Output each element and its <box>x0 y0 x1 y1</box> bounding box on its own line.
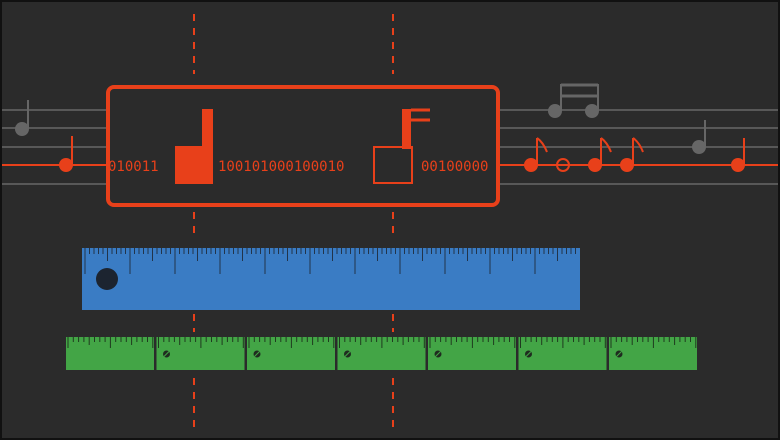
note-icon <box>692 120 706 154</box>
blue-ruler <box>82 248 580 310</box>
screw-slot <box>344 351 351 357</box>
filled-square-icon <box>175 109 213 184</box>
eighth-note-icon <box>524 137 548 172</box>
dashed-guides <box>193 14 394 434</box>
green-segmented-ruler <box>66 337 697 370</box>
screw-slot <box>254 351 260 357</box>
ruler-segment <box>247 337 335 370</box>
ruler-segment <box>518 337 607 370</box>
note-icon <box>59 136 73 172</box>
screw-slot <box>616 351 622 357</box>
eighth-note-icon <box>588 137 612 172</box>
outlined-square-icon <box>373 108 430 184</box>
note-icon <box>731 138 745 172</box>
eighth-note-icon <box>620 137 644 172</box>
ruler-segment <box>156 337 245 370</box>
screw-hole-icon <box>96 268 118 290</box>
blue-ruler-ticks <box>84 248 576 274</box>
ruler-segment <box>609 337 697 370</box>
binary-text-left: 010011 <box>108 159 159 175</box>
screw-slot <box>435 351 441 357</box>
open-note-icon <box>556 158 570 172</box>
screw-slot <box>525 351 532 357</box>
highlight-frame <box>106 85 500 207</box>
beamed-eighth-notes-icon <box>548 83 599 118</box>
binary-text-middle: 100101000100010 <box>218 159 344 175</box>
ruler-segment <box>428 337 516 370</box>
binary-text-right: 00100000 <box>421 159 488 175</box>
note-icon <box>15 100 29 136</box>
ruler-segment <box>66 337 154 370</box>
screw-slot <box>163 351 170 357</box>
ruler-segment <box>337 337 426 370</box>
